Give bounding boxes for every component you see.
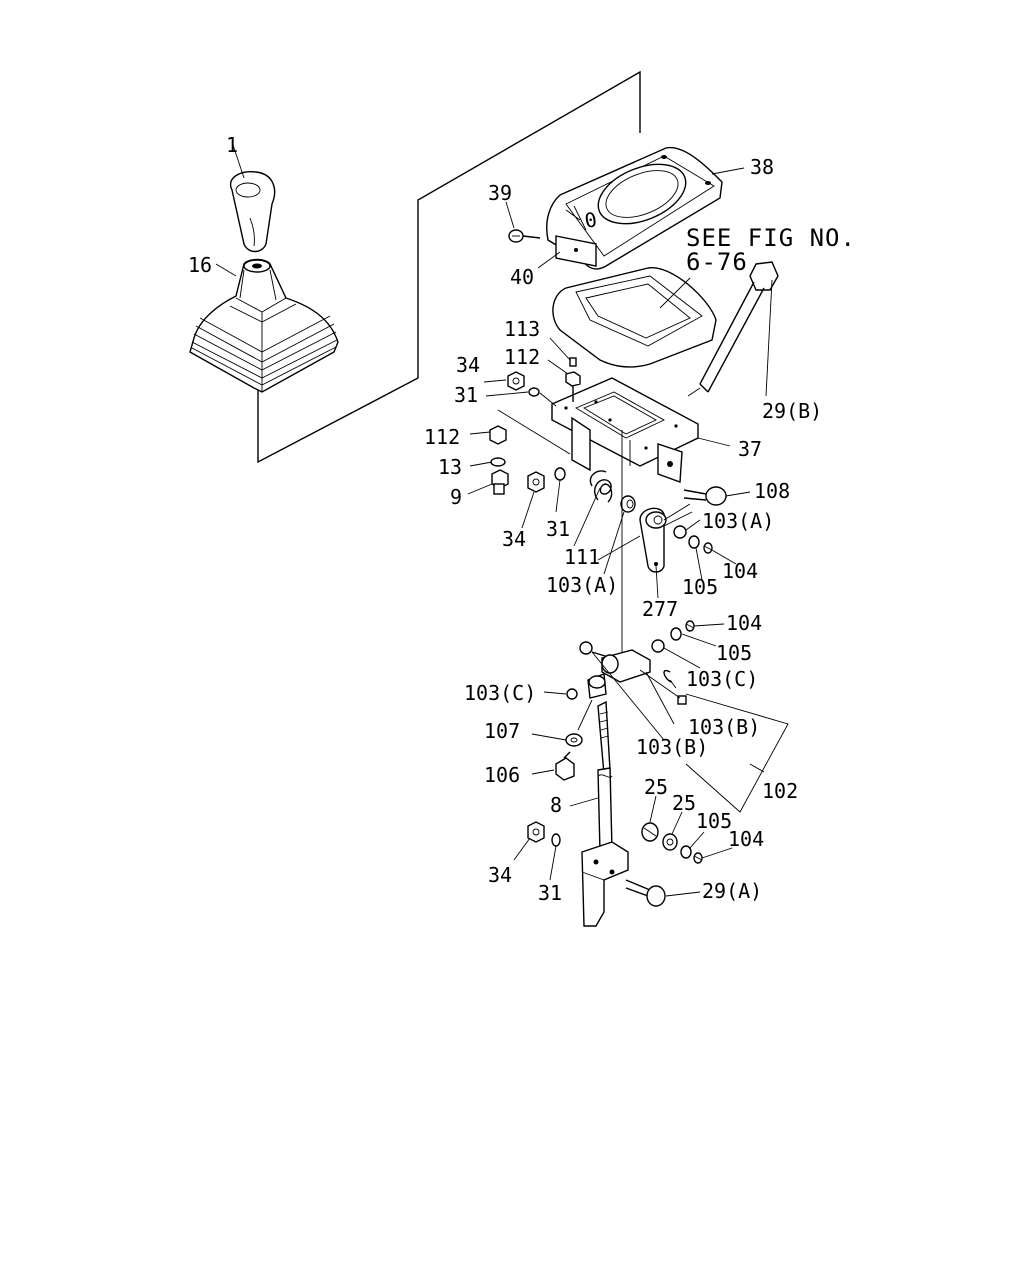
lockwasher-104-low: [693, 852, 703, 864]
callout-103a-right: 103(A): [702, 509, 774, 533]
bolt-108: [683, 486, 727, 506]
washer-31-top: [528, 387, 540, 397]
callout-25-a: 25: [644, 775, 668, 799]
callout-37: 37: [738, 437, 762, 461]
callout-105-low: 105: [696, 809, 732, 833]
nut-34-low: [527, 821, 545, 843]
see-fig-note-line1: SEE FIG NO.: [686, 224, 856, 252]
callout-107: 107: [484, 719, 520, 743]
callout-38: 38: [750, 155, 774, 179]
gasket-cover: [552, 267, 717, 368]
spring-111: [589, 470, 613, 503]
callout-103b-left: 103(B): [636, 735, 708, 759]
center-axis: [597, 430, 641, 672]
washer-103a-right: [673, 525, 687, 539]
lower-bracket: [581, 841, 629, 927]
nut-34-top: [507, 371, 525, 391]
callout-labels: 1 16 38 39 40 113 34 112 31 29(B) 112 13…: [188, 133, 822, 905]
callout-34-top: 34: [456, 353, 480, 377]
callout-34-mid: 34: [502, 527, 526, 551]
pin-113: [569, 357, 577, 367]
svg-text:0: 0: [583, 207, 599, 233]
washer-103c-left: [566, 688, 578, 700]
callout-103c-right: 103(C): [686, 667, 758, 691]
callout-112-left: 112: [424, 425, 460, 449]
callout-31-low: 31: [538, 881, 562, 905]
bolt-29b: [687, 261, 779, 397]
lockwasher-104-upper: [703, 542, 713, 554]
shift-rod-8: [597, 700, 613, 853]
shift-knob: [229, 171, 276, 253]
callout-104-mid: 104: [726, 611, 762, 635]
callout-104-low: 104: [728, 827, 764, 851]
washer-13: [490, 457, 506, 467]
leader-lines: [215, 141, 789, 897]
callout-31-top: 31: [454, 383, 478, 407]
callout-113: 113: [504, 317, 540, 341]
washer-105-low: [680, 845, 692, 859]
callout-29a: 29(A): [702, 879, 762, 903]
clip-103c: [663, 669, 673, 683]
callout-111: 111: [564, 545, 600, 569]
callout-108: 108: [754, 479, 790, 503]
callout-31-mid: 31: [546, 517, 570, 541]
callout-103b-right: 103(B): [688, 715, 760, 739]
see-fig-note-line2: 6-76: [686, 248, 748, 276]
callout-112-top: 112: [504, 345, 540, 369]
nut-34-mid: [527, 471, 545, 493]
callout-25-b: 25: [672, 791, 696, 815]
callout-13: 13: [438, 455, 462, 479]
lever-277: [639, 503, 693, 573]
bracket-plate-37: [551, 377, 699, 483]
callout-9: 9: [450, 485, 462, 509]
callout-16: 16: [188, 253, 212, 277]
washer-105-upper: [688, 535, 700, 549]
callout-29b: 29(B): [762, 399, 822, 423]
nipple-106: [555, 751, 575, 781]
leader: [539, 392, 557, 407]
callout-105-mid: 105: [716, 641, 752, 665]
screw-39: [508, 229, 541, 243]
washer-103c-right: [651, 639, 665, 653]
callout-104-upper: 104: [722, 559, 758, 583]
bolt-29a: [625, 879, 666, 907]
leader: [497, 409, 571, 455]
assembly-boundary-lines: [257, 70, 641, 464]
nut-112-top: [565, 371, 581, 402]
washer-31-low: [551, 833, 561, 847]
callout-1: 1: [226, 133, 238, 157]
callout-105-upper: 105: [682, 575, 718, 599]
callout-39: 39: [488, 181, 512, 205]
callout-277: 277: [642, 597, 678, 621]
callout-106: 106: [484, 763, 520, 787]
callout-8: 8: [550, 793, 562, 817]
washer-31-mid: [554, 467, 566, 481]
callout-103a-left: 103(A): [546, 573, 618, 597]
callout-40: 40: [510, 265, 534, 289]
console-cover: 0: [546, 147, 723, 270]
callout-102: 102: [762, 779, 798, 803]
nut-112-left: [489, 425, 507, 445]
callout-103c-left: 103(C): [464, 681, 536, 705]
bolt-9: [491, 469, 509, 495]
washer-107: [565, 733, 583, 747]
lockwasher-104-mid: [685, 620, 695, 632]
washer-25-a: [641, 822, 659, 842]
callout-34-low: 34: [488, 863, 512, 887]
bushing-103a-left: [620, 495, 636, 513]
washer-105-mid: [670, 627, 682, 641]
shift-boot: [189, 258, 339, 393]
washer-25-b: [662, 833, 678, 851]
